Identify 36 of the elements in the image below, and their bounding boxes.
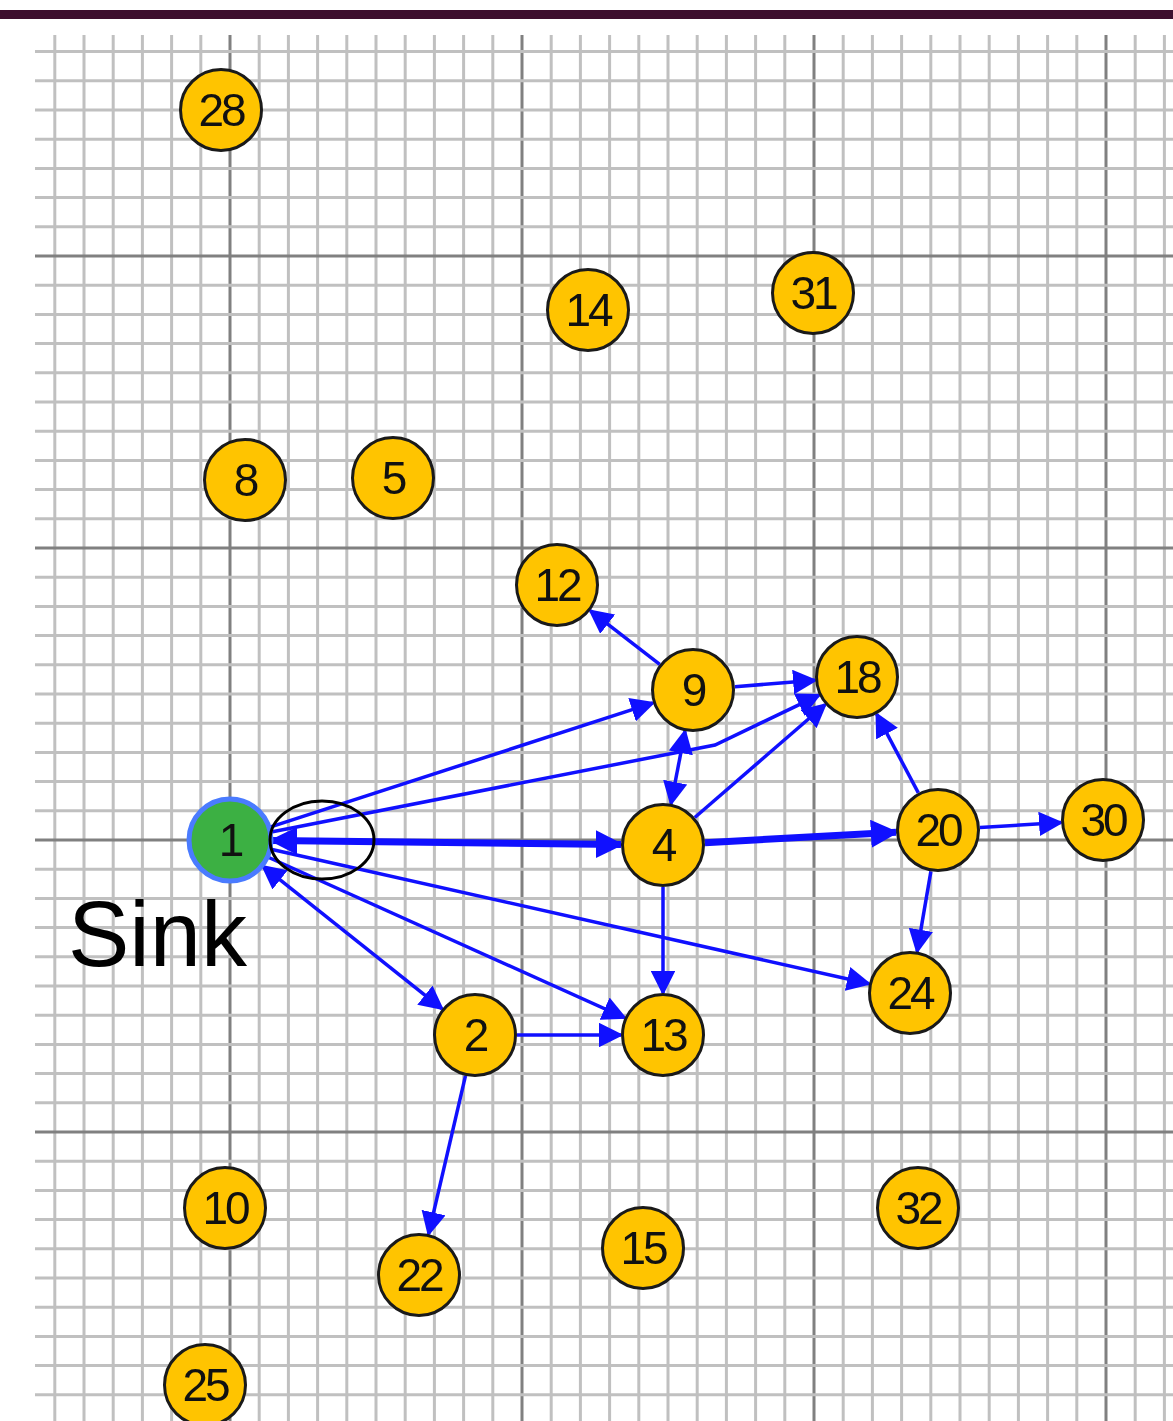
node-caption: Sink <box>68 888 247 980</box>
node-label: 10 <box>202 1185 248 1231</box>
arrow <box>421 1075 468 1237</box>
node-label: 5 <box>381 455 405 501</box>
node-label: 18 <box>834 654 880 700</box>
node-label: 9 <box>681 667 705 713</box>
node-label: 4 <box>651 822 675 868</box>
node-label: 30 <box>1080 797 1126 843</box>
node-circle <box>876 1166 960 1250</box>
node-label: 14 <box>565 287 611 333</box>
node-circle <box>203 438 287 522</box>
node-label: 1 <box>218 817 242 863</box>
node-label: 28 <box>198 87 244 133</box>
node-label: 32 <box>895 1185 941 1231</box>
node-label: 24 <box>887 970 933 1016</box>
node-label: 22 <box>396 1252 442 1298</box>
arrow <box>269 698 656 829</box>
arrow <box>267 855 627 1020</box>
node-label: 2 <box>463 1012 487 1058</box>
arrow <box>588 609 661 666</box>
node-label: 15 <box>620 1225 666 1271</box>
node-circle <box>433 993 517 1077</box>
node-label: 31 <box>790 270 836 316</box>
arrow <box>693 702 828 819</box>
node-label: 13 <box>640 1012 686 1058</box>
node-circle <box>815 635 899 719</box>
node-label: 12 <box>534 562 580 608</box>
arrow <box>875 711 920 794</box>
arrow <box>260 864 445 1011</box>
arrow <box>270 693 822 834</box>
node-label: 8 <box>233 457 257 503</box>
arrow <box>908 871 933 954</box>
arrow <box>270 847 872 991</box>
node-label: 20 <box>915 807 961 853</box>
node-label: 25 <box>182 1362 228 1408</box>
node-circle <box>351 436 435 520</box>
